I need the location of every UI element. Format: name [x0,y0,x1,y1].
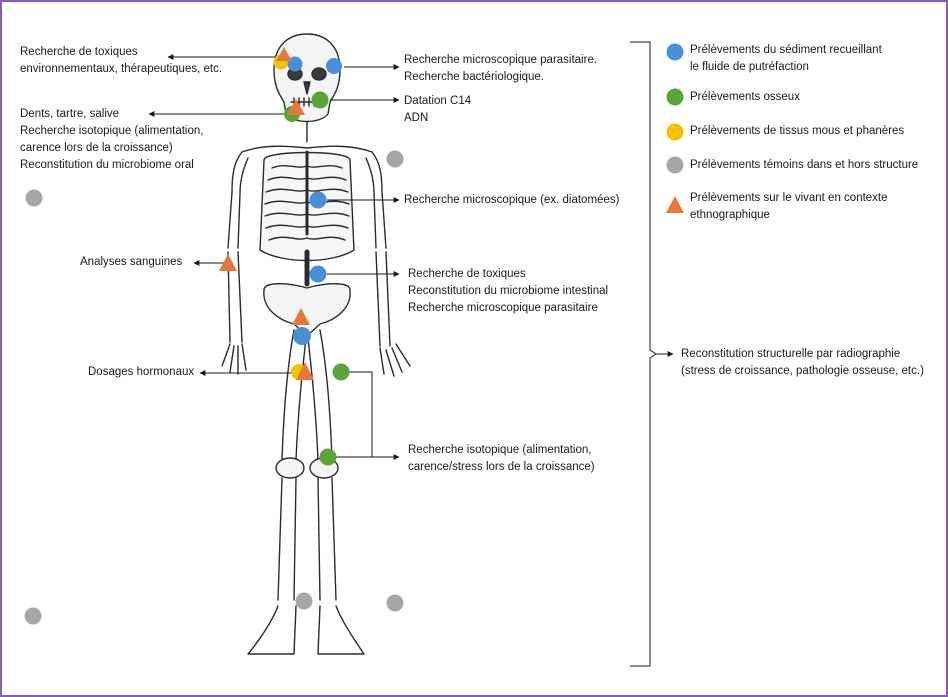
legend-sediment: Prélèvements du sédiment recueillant le … [690,42,882,76]
marker-bone-knee [320,449,337,466]
legend-sediment-icon [667,44,684,61]
legend-soft-tissue-icon [667,124,684,141]
marker-sediment-chest [310,192,327,209]
marker-control-top-right [387,151,404,168]
legend-living-icon [666,196,684,213]
marker-bone-jaw [312,92,329,109]
marker-control-bottom-right [387,595,404,612]
label-diatomees: Recherche microscopique (ex. diatomées) [404,192,619,209]
right-brace [630,42,656,666]
label-toxiques-intestinal: Recherche de toxiques Reconstitution du … [408,266,608,317]
marker-sediment-pelvis [293,327,311,345]
right-arm [366,152,410,376]
marker-sediment-abdomen [310,266,327,283]
label-isotopique: Recherche isotopique (alimentation, care… [408,442,595,476]
label-toxiques-env: Recherche de toxiques environnementaux, … [20,44,222,78]
skeleton-illustration [222,34,410,654]
connector-isotopique [348,372,399,457]
skull [274,34,340,122]
marker-sediment-skull-right [326,58,342,74]
eye-socket-right [312,68,326,80]
legend-control-icon [667,157,684,174]
legend-soft-tissue: Prélèvements de tissus mous et phanères [690,123,904,140]
label-hormonaux: Dosages hormonaux [88,364,194,381]
label-datation: Datation C14 ADN [404,93,471,127]
pelvis [264,284,350,336]
marker-control-bottom-left [25,608,42,625]
legend-symbols [666,44,684,214]
label-micro-parasitaire: Recherche microscopique parasitaire. Rec… [404,52,597,86]
legend-bone-icon [667,89,684,106]
marker-bone-thigh [333,364,350,381]
connector-lines [149,42,673,666]
label-radiographie: Reconstitution structurelle par radiogra… [681,346,924,380]
marker-control-left [26,190,43,207]
marker-control-bottom-center [296,593,313,610]
legend-bone: Prélèvements osseux [690,89,800,106]
legend-living: Prélèvements sur le vivant en contexte e… [690,190,888,224]
label-dents: Dents, tartre, salive Recherche isotopiq… [20,106,203,174]
label-sanguines: Analyses sanguines [80,254,182,271]
legend-control: Prélèvements témoins dans et hors struct… [690,157,918,174]
